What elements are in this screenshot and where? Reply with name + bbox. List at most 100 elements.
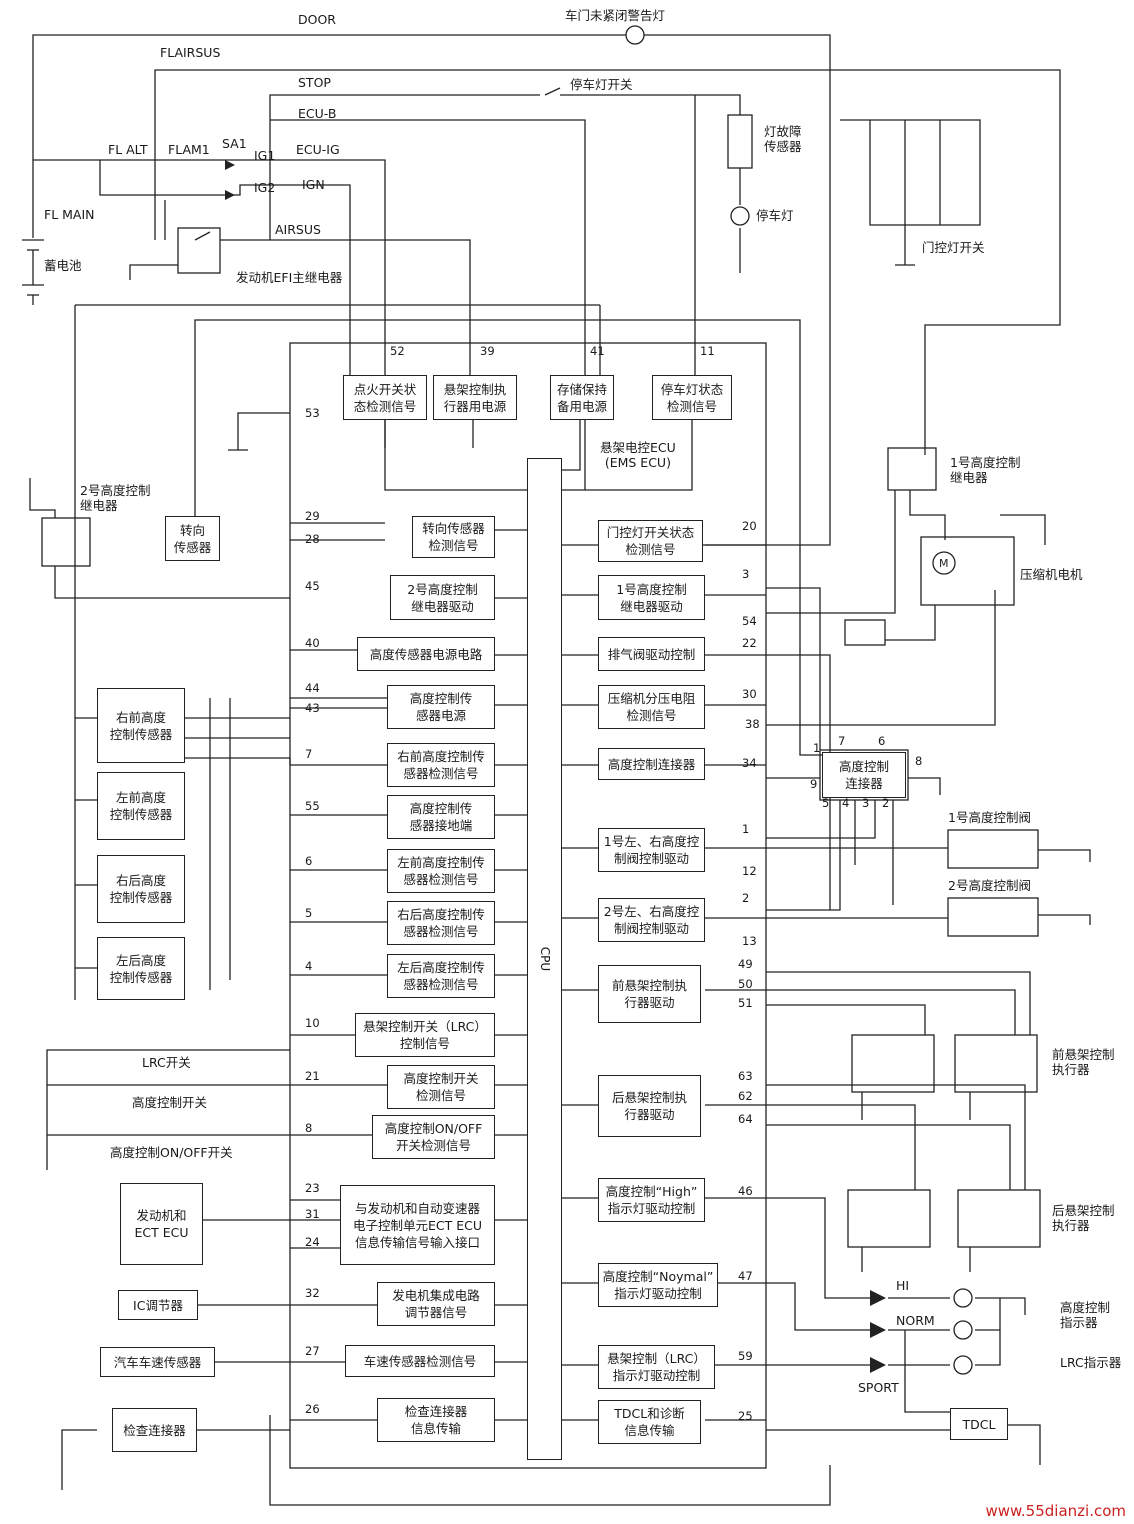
airsus-label: AIRSUS — [275, 222, 321, 237]
pin-43: 43 — [305, 701, 320, 715]
pin-40: 40 — [305, 636, 320, 650]
alternator-signal-box: 发电机集成电路 调节器信号 — [377, 1282, 495, 1326]
lr-sensor-box: 左后高度 控制传感器 — [97, 937, 185, 1000]
pin-51: 51 — [738, 996, 753, 1010]
hs-ground-box: 高度控制传 感器接地端 — [387, 795, 495, 839]
speed-signal-box: 车速传感器检测信号 — [345, 1345, 495, 1377]
norm-label: NORM — [896, 1313, 935, 1328]
pin-8: 8 — [305, 1121, 313, 1135]
hi-diode-icon — [870, 1290, 886, 1306]
cpu-block: CPU — [527, 458, 562, 1460]
pin-23: 23 — [305, 1181, 320, 1195]
hs-power-box: 高度控制传 感器电源 — [387, 685, 495, 729]
conn-pin-4: 4 — [842, 796, 850, 810]
relay2-drive-box: 2号高度控制 继电器驱动 — [390, 575, 495, 620]
pin-52: 52 — [390, 344, 405, 358]
valve1-symbol — [947, 829, 1039, 869]
high-lamp-drive-box: 高度控制“High” 指示灯驱动控制 — [598, 1178, 705, 1222]
lrc-switch-label: LRC开关 — [142, 1055, 191, 1070]
pin-32: 32 — [305, 1286, 320, 1300]
stop-detect-box: 停车灯状态 检测信号 — [652, 375, 732, 420]
stop-lamp-label: 停车灯 — [756, 208, 794, 223]
normal-lamp-drive-box: 高度控制“Noymal” 指示灯驱动控制 — [598, 1263, 718, 1307]
conn-pin-7: 7 — [838, 734, 846, 748]
pin-28: 28 — [305, 532, 320, 546]
ig1-label: IG1 — [254, 148, 276, 163]
front-actuator-right — [954, 1034, 1038, 1093]
cpu-label: CPU — [537, 946, 552, 972]
ign-label: IGN — [302, 177, 325, 192]
pin-13: 13 — [742, 934, 757, 948]
lf-sensor-box: 左前高度 控制传感器 — [97, 772, 185, 840]
rear-actuator-left — [847, 1189, 931, 1248]
door-warning-lamp-icon — [625, 25, 645, 45]
onoff-signal-box: 高度控制ON/OFF 开关检测信号 — [372, 1115, 495, 1159]
pin-24: 24 — [305, 1235, 320, 1249]
flairsus-label: FLAIRSUS — [160, 45, 221, 60]
pin-12: 12 — [742, 864, 757, 878]
door-switch-label: 门控灯开关 — [922, 240, 985, 255]
fl-main-label: FL MAIN — [44, 207, 95, 222]
pin-30: 30 — [742, 687, 757, 701]
front-actuator-label: 前悬架控制 执行器 — [1052, 1047, 1115, 1077]
pin-50: 50 — [738, 977, 753, 991]
pin-62: 62 — [738, 1089, 753, 1103]
conn-pin-6: 6 — [878, 734, 886, 748]
lr-signal-box: 左后高度控制传 感器检测信号 — [387, 954, 495, 998]
flam1-label: FLAM1 — [168, 142, 210, 157]
pin-44: 44 — [305, 681, 320, 695]
lamp-fault-label: 灯故障 传感器 — [764, 124, 802, 154]
compressor-box — [920, 536, 1015, 606]
door-switch-signal-box: 门控灯开关状态 检测信号 — [598, 520, 703, 562]
tdcl-box: TDCL — [950, 1408, 1008, 1440]
pin-38: 38 — [745, 717, 760, 731]
pin-34: 34 — [742, 756, 757, 770]
compressor-label: 压缩机电机 — [1020, 567, 1083, 582]
sport-lamp-icon — [953, 1355, 973, 1375]
front-drive-box: 前悬架控制执 行器驱动 — [598, 965, 701, 1023]
pin-47: 47 — [738, 1269, 753, 1283]
stop-switch-label: 停车灯开关 — [570, 77, 633, 92]
steer-signal-box: 转向传感器 检测信号 — [412, 516, 495, 558]
act-power-box: 悬架控制执 行器用电源 — [433, 375, 517, 420]
pin-22: 22 — [742, 636, 757, 650]
pin-7: 7 — [305, 747, 313, 761]
pin-2: 2 — [742, 891, 750, 905]
relay1-symbol — [887, 447, 937, 491]
height-switch-label: 高度控制开关 — [132, 1095, 208, 1110]
pin-26: 26 — [305, 1402, 320, 1416]
relay1-label: 1号高度控制 继电器 — [950, 455, 1021, 485]
speed-sensor-box: 汽车车速传感器 — [100, 1347, 215, 1377]
valve1-drive-box: 1号左、右高度控 制阀控制驱动 — [598, 828, 705, 872]
pin-27: 27 — [305, 1344, 320, 1358]
ect-interface-box: 与发动机和自动变速器 电子控制单元ECT ECU 信息传输信号输入接口 — [340, 1185, 495, 1265]
stop-label: STOP — [298, 75, 331, 90]
efi-relay-label: 发动机EFI主继电器 — [236, 270, 343, 285]
pin-63: 63 — [738, 1069, 753, 1083]
relay2-symbol — [41, 517, 91, 567]
pin-53: 53 — [305, 406, 320, 420]
conn-pin-5: 5 — [822, 796, 830, 810]
front-actuator-left — [851, 1034, 935, 1093]
height-indicator-label: 高度控制 指示器 — [1060, 1300, 1111, 1330]
ic-regulator-box: IC调节器 — [118, 1290, 198, 1320]
lrc-signal-box: 悬架控制开关（LRC） 控制信号 — [355, 1013, 495, 1057]
rf-sensor-box: 右前高度 控制传感器 — [97, 688, 185, 763]
onoff-switch-label: 高度控制ON/OFF开关 — [110, 1145, 233, 1160]
height-switch-signal-box: 高度控制开关 检测信号 — [387, 1065, 495, 1109]
lamp-fault-sensor-icon — [727, 114, 753, 169]
motor-m-icon: M — [939, 557, 949, 570]
pin-55: 55 — [305, 799, 320, 813]
conn-pin-9: 9 — [810, 777, 818, 791]
stop-lamp-icon — [730, 206, 750, 226]
valve2-label: 2号高度控制阀 — [948, 878, 1031, 893]
pin-4: 4 — [305, 959, 313, 973]
rear-drive-box: 后悬架控制执 行器驱动 — [598, 1075, 701, 1137]
ecu-frame — [289, 342, 767, 1469]
pin-10: 10 — [305, 1016, 320, 1030]
height-connector-unit: 高度控制 连接器 — [822, 752, 906, 798]
conn-pin-3: 3 — [862, 796, 870, 810]
sport-label: SPORT — [858, 1380, 899, 1395]
mem-power-box: 存储保持 备用电源 — [550, 375, 614, 420]
sa1-label: SA1 — [222, 136, 247, 151]
